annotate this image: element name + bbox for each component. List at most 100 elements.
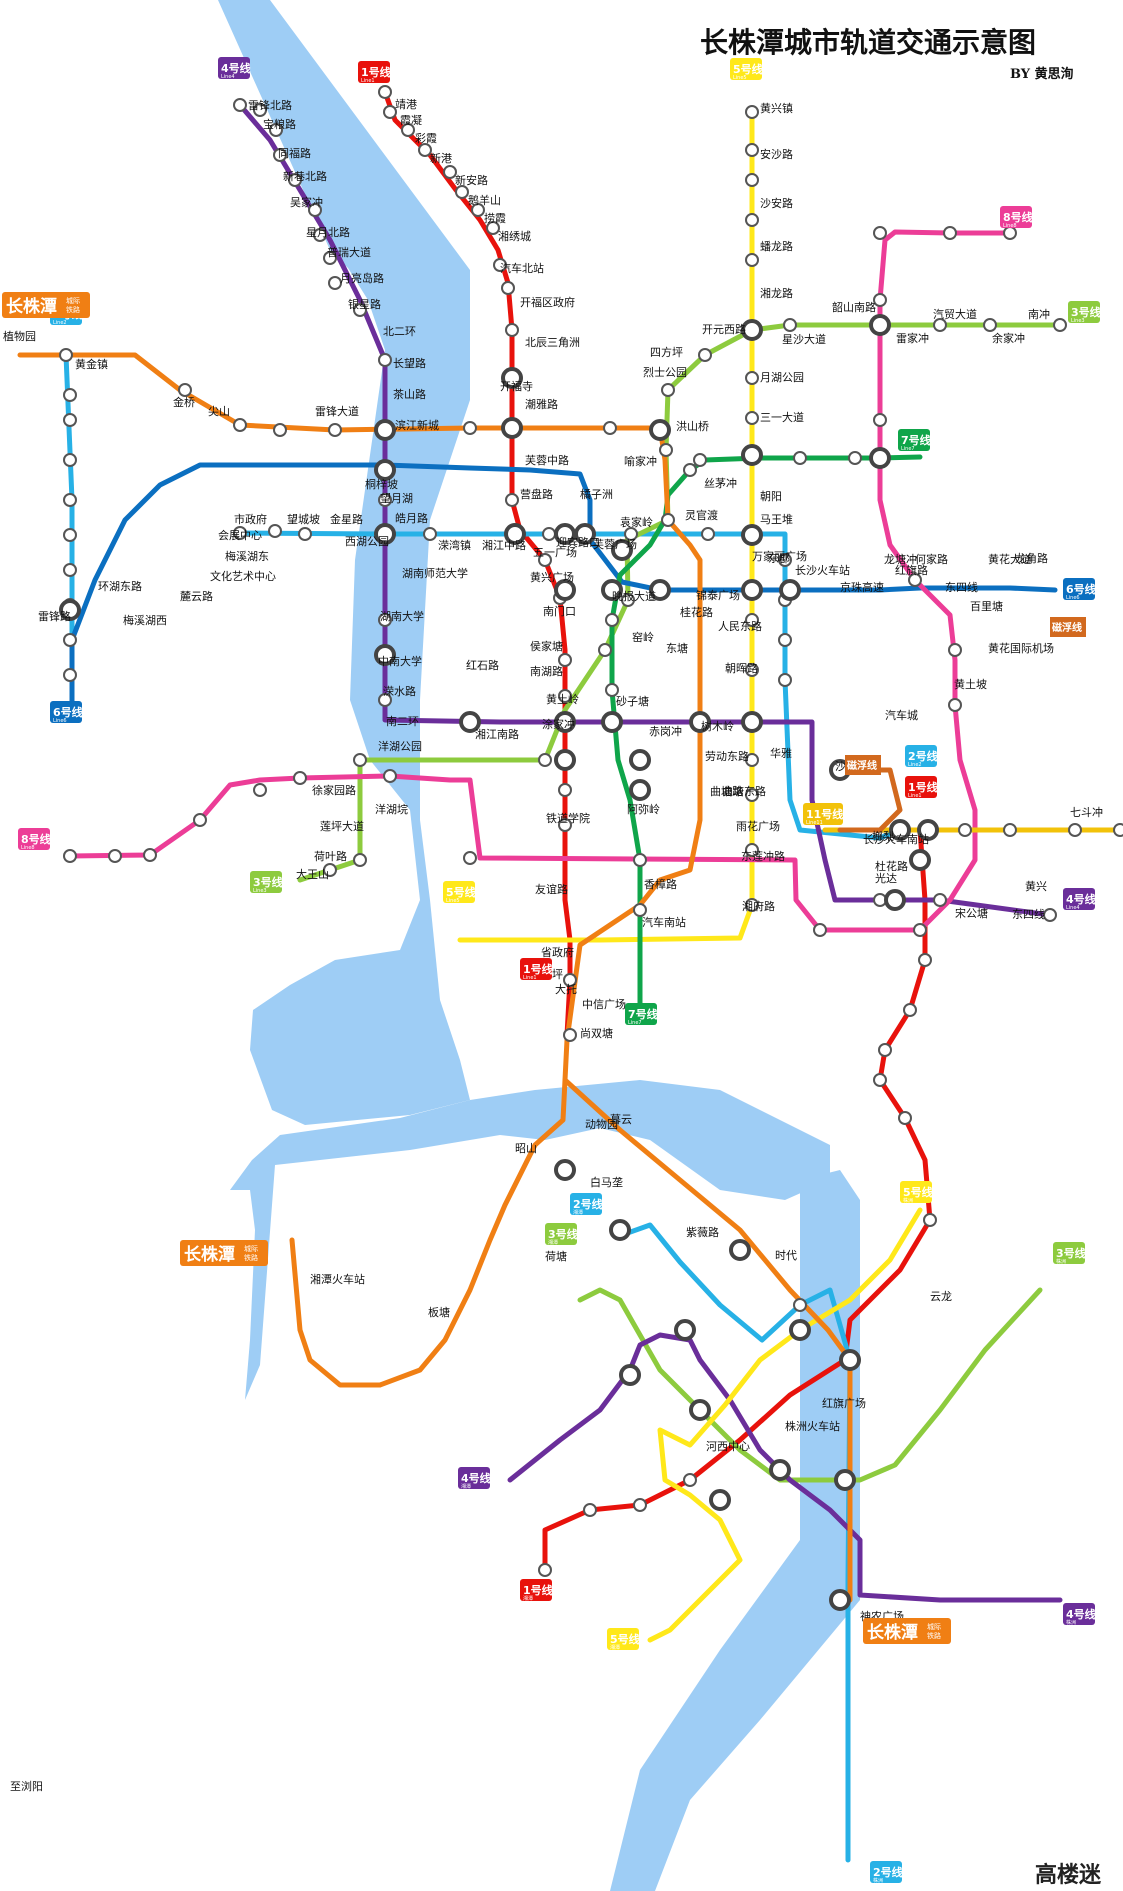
station-dot[interactable] [288,173,302,187]
transfer-station[interactable] [501,417,523,439]
station-dot[interactable] [1043,908,1057,922]
station-dot[interactable] [63,563,77,577]
station-dot[interactable] [558,653,572,667]
station-dot[interactable] [108,849,122,863]
transfer-station[interactable] [834,1469,856,1491]
station-dot[interactable] [558,818,572,832]
station-dot[interactable] [898,1111,912,1125]
transfer-station[interactable] [729,1239,751,1261]
transfer-station[interactable] [619,1364,641,1386]
station-dot[interactable] [745,663,759,677]
transfer-station[interactable] [629,749,651,771]
station-dot[interactable] [583,1503,597,1517]
station-dot[interactable] [778,633,792,647]
station-dot[interactable] [63,849,77,863]
station-dot[interactable] [273,423,287,437]
transfer-station[interactable] [501,367,523,389]
station-dot[interactable] [958,823,972,837]
station-dot[interactable] [1003,823,1017,837]
transfer-station[interactable] [611,539,633,561]
station-dot[interactable] [701,527,715,541]
station-dot[interactable] [313,228,327,242]
station-dot[interactable] [269,123,283,137]
transfer-station[interactable] [689,1399,711,1421]
transfer-station[interactable] [839,1349,861,1371]
station-dot[interactable] [463,851,477,865]
station-dot[interactable] [323,863,337,877]
station-dot[interactable] [683,1473,697,1487]
transfer-station[interactable] [789,1319,811,1341]
station-dot[interactable] [693,453,707,467]
station-dot[interactable] [493,258,507,272]
station-dot[interactable] [903,1003,917,1017]
transfer-station[interactable] [649,419,671,441]
transfer-station[interactable] [889,819,911,841]
station-dot[interactable] [745,253,759,267]
station-dot[interactable] [401,123,415,137]
transfer-station[interactable] [741,319,763,341]
station-dot[interactable] [486,221,500,235]
station-dot[interactable] [913,923,927,937]
station-dot[interactable] [873,413,887,427]
transfer-station[interactable] [609,1219,631,1241]
station-dot[interactable] [943,226,957,240]
transfer-station[interactable] [741,524,763,546]
station-dot[interactable] [873,293,887,307]
station-dot[interactable] [745,613,759,627]
station-dot[interactable] [1053,318,1067,332]
station-dot[interactable] [745,898,759,912]
station-dot[interactable] [698,348,712,362]
station-dot[interactable] [745,411,759,425]
station-dot[interactable] [948,643,962,657]
station-dot[interactable] [1068,823,1082,837]
station-dot[interactable] [683,463,697,477]
station-dot[interactable] [745,143,759,157]
station-dot[interactable] [378,85,392,99]
station-dot[interactable] [328,423,342,437]
station-dot[interactable] [563,1028,577,1042]
station-dot[interactable] [293,771,307,785]
transfer-station[interactable] [601,579,623,601]
station-dot[interactable] [605,683,619,697]
station-dot[interactable] [233,418,247,432]
transfer-station[interactable] [554,1159,576,1181]
station-dot[interactable] [558,689,572,703]
station-dot[interactable] [253,103,267,117]
station-dot[interactable] [873,226,887,240]
station-dot[interactable] [471,203,485,217]
transfer-station[interactable] [601,711,623,733]
transfer-station[interactable] [59,599,81,621]
station-dot[interactable] [948,698,962,712]
transfer-station[interactable] [741,444,763,466]
station-dot[interactable] [501,281,515,295]
station-dot[interactable] [659,443,673,457]
transfer-station[interactable] [741,711,763,733]
transfer-station[interactable] [554,711,576,733]
station-dot[interactable] [378,353,392,367]
station-dot[interactable] [253,783,267,797]
station-dot[interactable] [933,318,947,332]
station-dot[interactable] [848,451,862,465]
station-dot[interactable] [745,173,759,187]
station-dot[interactable] [353,303,367,317]
transfer-station[interactable] [884,889,906,911]
station-dot[interactable] [908,573,922,587]
transfer-station[interactable] [459,711,481,733]
transfer-station[interactable] [769,1459,791,1481]
transfer-station[interactable] [374,459,396,481]
station-dot[interactable] [558,783,572,797]
transfer-station[interactable] [574,523,596,545]
station-dot[interactable] [542,527,556,541]
station-dot[interactable] [63,388,77,402]
station-dot[interactable] [778,553,792,567]
station-dot[interactable] [563,973,577,987]
station-dot[interactable] [423,527,437,541]
station-dot[interactable] [233,98,247,112]
station-dot[interactable] [878,1043,892,1057]
station-dot[interactable] [63,493,77,507]
station-dot[interactable] [661,513,675,527]
transfer-station[interactable] [374,523,396,545]
station-dot[interactable] [353,753,367,767]
transfer-station[interactable] [374,419,396,441]
station-dot[interactable] [378,693,392,707]
